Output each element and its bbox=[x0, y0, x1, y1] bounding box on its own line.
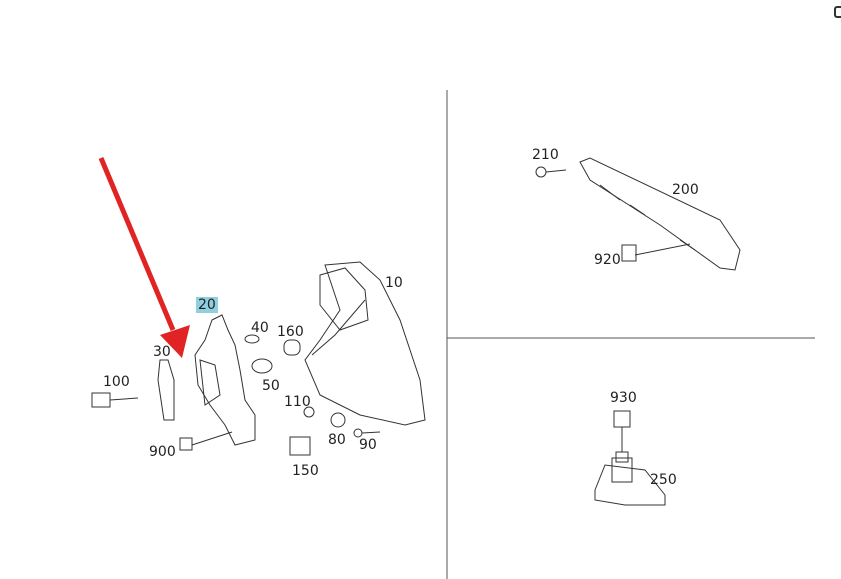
part-100-socket bbox=[91, 392, 139, 408]
part-200-rail bbox=[579, 157, 741, 271]
part-40-bulb bbox=[244, 334, 260, 344]
label-part-80[interactable]: 80 bbox=[328, 432, 346, 448]
part-160-cap bbox=[283, 339, 301, 356]
part-10-housing bbox=[304, 261, 426, 426]
part-90-pin bbox=[353, 428, 381, 438]
part-80-nut bbox=[330, 412, 346, 428]
label-part-110[interactable]: 110 bbox=[284, 394, 311, 410]
label-part-20-highlighted[interactable]: 20 bbox=[196, 297, 218, 313]
label-part-160[interactable]: 160 bbox=[277, 324, 304, 340]
label-part-920[interactable]: 920 bbox=[594, 252, 621, 268]
part-50-bulb bbox=[251, 358, 273, 374]
part-930-clip bbox=[613, 410, 631, 452]
part-210-screw bbox=[535, 166, 567, 178]
red-arrow-icon bbox=[98, 157, 190, 358]
label-part-50[interactable]: 50 bbox=[262, 378, 280, 394]
label-part-90[interactable]: 90 bbox=[359, 437, 377, 453]
part-900-clip bbox=[179, 437, 193, 451]
label-part-200[interactable]: 200 bbox=[672, 182, 699, 198]
part-920-clip bbox=[621, 244, 637, 262]
label-part-40[interactable]: 40 bbox=[251, 320, 269, 336]
part-20-carrier bbox=[191, 314, 256, 446]
label-part-100[interactable]: 100 bbox=[103, 374, 130, 390]
label-part-930[interactable]: 930 bbox=[610, 390, 637, 406]
label-part-210[interactable]: 210 bbox=[532, 147, 559, 163]
label-part-250[interactable]: 250 bbox=[650, 472, 677, 488]
label-part-30[interactable]: 30 bbox=[153, 344, 171, 360]
part-150-block bbox=[289, 436, 311, 456]
corner-icon bbox=[834, 6, 841, 18]
label-part-10[interactable]: 10 bbox=[385, 275, 403, 291]
label-part-900[interactable]: 900 bbox=[149, 444, 176, 460]
part-30-gasket bbox=[157, 359, 175, 421]
label-part-150[interactable]: 150 bbox=[292, 463, 319, 479]
part-110-ring bbox=[303, 406, 315, 418]
